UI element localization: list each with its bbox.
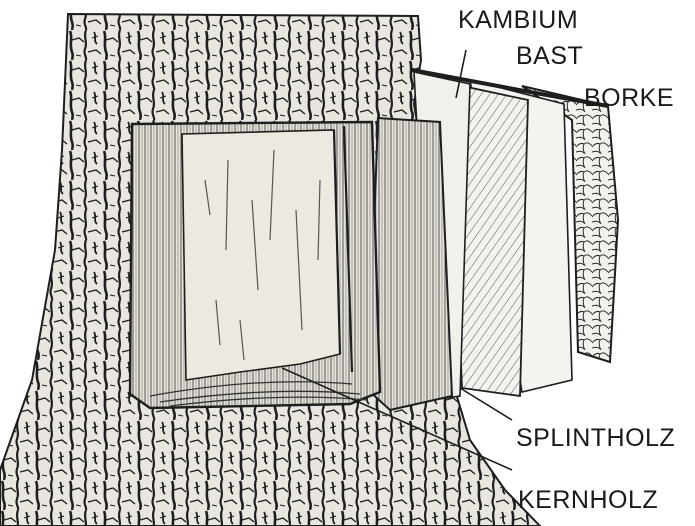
label-borke: BORKE bbox=[584, 86, 674, 111]
label-bast: BAST bbox=[516, 44, 583, 69]
label-kambium: KAMBIUM bbox=[458, 8, 578, 33]
label-splintholz: SPLINTHOLZ bbox=[516, 426, 675, 451]
label-kernholz: KERNHOLZ bbox=[518, 488, 658, 513]
splintholz-slab bbox=[368, 118, 452, 410]
kernholz-face bbox=[182, 130, 340, 380]
